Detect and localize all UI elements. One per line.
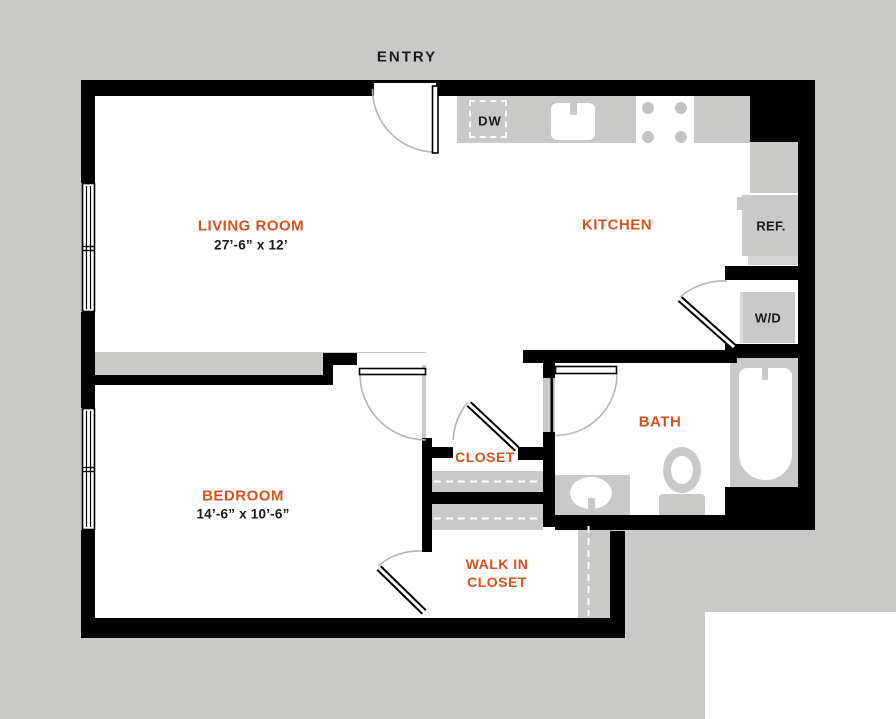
wall-left-upper — [81, 96, 95, 183]
wall-living-bedroom-jog — [323, 353, 333, 385]
wall-bath-west-upper — [543, 353, 555, 378]
refrigerator-handle — [737, 197, 742, 210]
dishwasher-label: DW — [478, 113, 502, 129]
wall-left-lower — [81, 530, 95, 618]
wall-wd-top — [725, 266, 798, 280]
toilet-bowl-inner — [671, 456, 693, 484]
walkin-shelf-right — [578, 523, 610, 620]
closet-shelf — [432, 471, 543, 492]
walkin-closet-label-line1: WALK IN — [465, 556, 529, 572]
washer-dryer-box — [740, 292, 795, 343]
toilet-tank — [659, 494, 705, 516]
floor-bedroom-ne — [333, 365, 422, 385]
bath-label: BATH — [638, 413, 682, 431]
background-cutout — [705, 612, 896, 719]
wall-kitchen-south — [523, 350, 737, 363]
kitchen-cabinet-right — [750, 142, 799, 193]
walkin-closet-label: WALK IN CLOSET — [466, 555, 529, 591]
wall-closet-jamb-left — [432, 447, 453, 458]
wall-bath-tub-corner — [725, 487, 815, 515]
bedroom-label: BEDROOM — [202, 487, 284, 505]
refrigerator-label: REF. — [756, 218, 786, 234]
bedroom-dimensions: 14’-6” x 10’-6” — [196, 506, 290, 522]
bathtub-faucet — [762, 367, 768, 380]
kitchen-label: KITCHEN — [581, 216, 653, 234]
stove-burner — [675, 131, 687, 143]
floor-bedroom-doorway — [357, 353, 426, 365]
living-room-dimensions: 27’-6” x 12’ — [214, 237, 288, 253]
dishwasher-outline — [469, 100, 507, 138]
entry-opening — [374, 83, 436, 96]
refrigerator-base-strip — [748, 256, 798, 265]
kitchen-sink-faucet — [570, 98, 577, 115]
entry-label: ENTRY — [376, 48, 438, 66]
wall-closet-divider — [432, 492, 555, 504]
wall-walkin-east — [610, 531, 625, 638]
floor-hallway — [426, 352, 543, 447]
refrigerator-box — [742, 195, 799, 256]
living-room-label: LIVING ROOM — [197, 217, 305, 235]
stove-burner — [642, 102, 654, 114]
closet-label: CLOSET — [455, 449, 515, 465]
wall-bedroom-door-jamb — [333, 353, 357, 365]
wall-top-right-corner — [750, 96, 815, 142]
wall-right — [798, 142, 815, 530]
wall-left-middle — [81, 312, 95, 408]
wall-hallway-west — [422, 438, 432, 552]
wall-closet-jamb-right — [518, 447, 547, 460]
walkin-shelf-top — [432, 504, 543, 530]
wall-bath-south — [555, 515, 815, 530]
walkin-closet-label-line2: CLOSET — [467, 574, 527, 590]
wall-bottom — [81, 618, 625, 638]
stove-burner — [675, 102, 687, 114]
wall-living-bedroom — [94, 375, 323, 385]
window-living-room — [81, 182, 96, 313]
wall-top — [81, 80, 815, 96]
bathtub — [739, 368, 792, 480]
floor-walkin-doorway — [422, 552, 432, 618]
window-bedroom — [81, 407, 96, 531]
bath-sink-faucet — [588, 498, 595, 514]
washer-dryer-label: W/D — [754, 310, 782, 326]
wall-wd-bottom — [725, 344, 798, 358]
stove-burner — [642, 131, 654, 143]
